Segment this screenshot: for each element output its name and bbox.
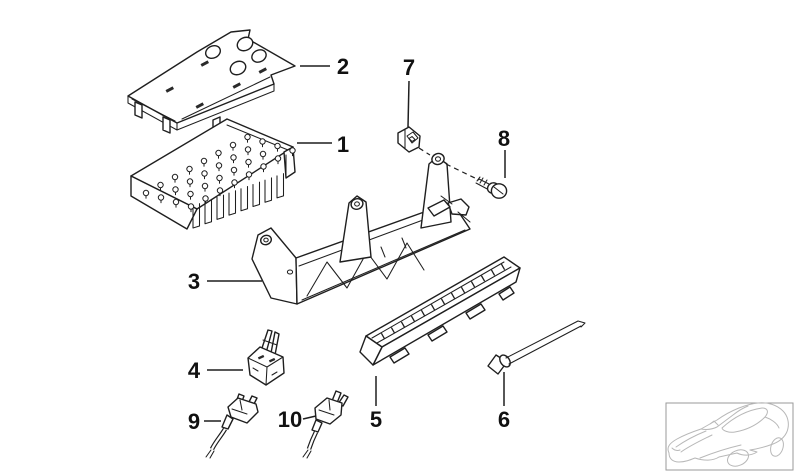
relay — [247, 329, 285, 386]
ribbed-cover-strip — [359, 256, 521, 366]
callout-1[interactable]: 1 — [337, 132, 349, 157]
callout-10[interactable]: 10 — [278, 407, 302, 432]
mounting-screw — [475, 176, 508, 199]
leader-line-10 — [302, 415, 317, 420]
car-outline-icon — [667, 402, 789, 467]
thumbnail-frame — [665, 402, 794, 471]
cable-connector-10 — [302, 390, 349, 459]
clip-nut — [397, 126, 421, 153]
callout-7[interactable]: 7 — [403, 55, 415, 80]
cable-connector-9 — [205, 393, 259, 459]
trim-strip — [487, 320, 586, 375]
leader-line-7 — [407, 80, 410, 128]
callout-6[interactable]: 6 — [498, 407, 510, 432]
callout-2[interactable]: 2 — [337, 54, 349, 79]
fuse-box-cover — [127, 29, 296, 134]
mounting-bracket — [251, 152, 471, 305]
vent-ribs — [380, 263, 506, 340]
fuse-elements — [142, 133, 296, 213]
fuse-box — [130, 118, 296, 230]
callout-8[interactable]: 8 — [498, 126, 510, 151]
callouts: 1 2 3 4 5 6 7 8 9 10 — [188, 54, 510, 434]
assembly-dashed-line — [418, 147, 480, 181]
callout-3[interactable]: 3 — [188, 269, 200, 294]
callout-5[interactable]: 5 — [370, 407, 382, 432]
callout-9[interactable]: 9 — [188, 409, 200, 434]
leader-lines — [204, 65, 506, 422]
car-thumbnail[interactable] — [665, 402, 794, 471]
callout-4[interactable]: 4 — [188, 358, 201, 383]
